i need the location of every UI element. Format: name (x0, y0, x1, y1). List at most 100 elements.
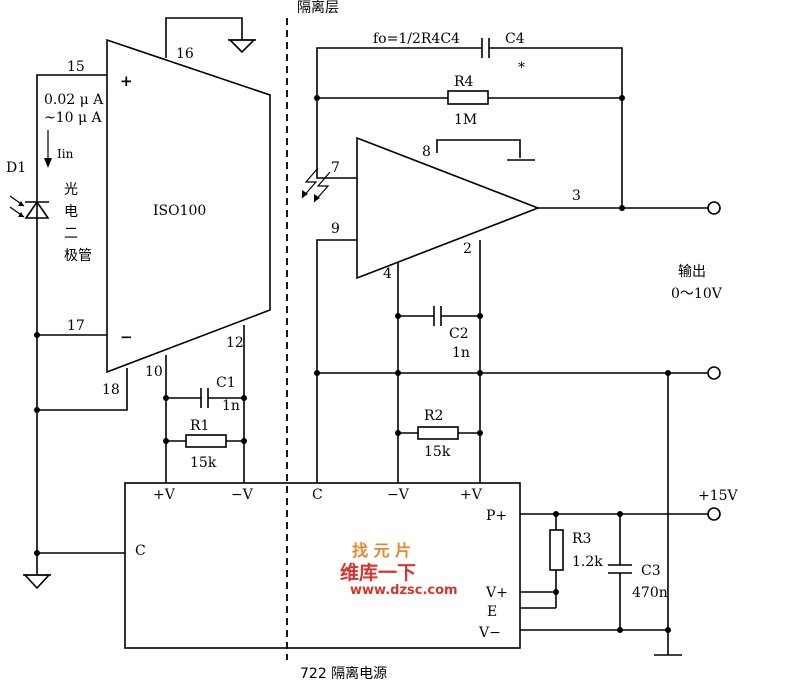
supply-v-plus: V+ (485, 585, 508, 601)
r1-value: 15k (190, 455, 217, 471)
node-dot (163, 438, 169, 444)
pin9-wire (316, 239, 357, 483)
node-dot (477, 370, 483, 376)
d1-label: D1 (6, 160, 26, 176)
pin-7-label: 7 (331, 160, 340, 176)
r3-resistor (549, 529, 564, 571)
node-dot (395, 430, 401, 436)
supply-left-c: C (135, 543, 146, 559)
common-terminal (707, 366, 721, 380)
iin-label: Iin (57, 147, 74, 161)
pin-15-label: 15 (67, 59, 85, 75)
plus-input-label: + (120, 72, 133, 90)
fo-formula: fo=1/2R4C4 (373, 31, 460, 47)
iso100-amplifier (106, 38, 271, 374)
optical-coupling-icon (301, 167, 331, 203)
pin16-wire (165, 17, 243, 58)
r4-resistor (447, 90, 489, 105)
r2-resistor (417, 426, 459, 440)
c2-label: C2 (449, 326, 469, 342)
r3-label: R3 (572, 531, 591, 547)
input-range-max: ~10 μ A (44, 110, 103, 126)
c1-label: C1 (216, 375, 236, 391)
output-label: 输出 (678, 264, 706, 280)
op-amp (356, 136, 541, 280)
supply-right-c: C (312, 487, 323, 503)
pin-10-label: 10 (145, 364, 163, 380)
r2-value: 15k (424, 444, 451, 460)
svg-text:找 元 片: 找 元 片 (352, 541, 411, 560)
pin-18-label: 18 (102, 382, 120, 398)
pin-8-label: 8 (422, 144, 431, 160)
output-terminal (707, 201, 721, 215)
watermark-logo: 找 元 片 维库一下 www.dzsc.com (340, 541, 458, 598)
node-dot (314, 370, 320, 376)
photodiode-symbol (9, 195, 50, 219)
r2-label: R2 (424, 408, 443, 424)
pin8-wire (436, 139, 521, 158)
current-arrow-icon (44, 130, 52, 168)
node-dot (241, 438, 247, 444)
feedback-wire (489, 47, 623, 208)
pin-17-label: 17 (67, 318, 85, 334)
r4-value: 1M (454, 112, 477, 128)
photodiode-char-1: 光 (64, 182, 78, 198)
isolation-layer-label: 隔离层 (297, 0, 339, 16)
node-dot (395, 370, 401, 376)
node-dot (34, 332, 40, 338)
node-dot (617, 627, 623, 633)
c4-label: C4 (505, 31, 525, 47)
plus15v-label: +15V (698, 488, 739, 504)
c4-note: * (518, 60, 525, 76)
input-range-min: 0.02 μ A (44, 92, 104, 108)
pin15-input-wire (36, 74, 107, 555)
c3-label: C3 (641, 563, 661, 579)
output-range: 0～10V (671, 286, 723, 302)
pin-12-label: 12 (226, 335, 244, 351)
supply-722-box (124, 482, 521, 649)
supply-right-minus-v: −V (387, 487, 410, 503)
r3-value: 1.2k (572, 554, 603, 570)
iso100-label: ISO100 (153, 203, 206, 219)
node-dot (477, 313, 483, 319)
pin-2-label: 2 (463, 241, 472, 257)
r1-resistor (185, 434, 227, 448)
minus-input-label: − (120, 328, 133, 346)
r4-label: R4 (454, 74, 474, 90)
c3-value: 470n (632, 585, 668, 601)
r3-wire (520, 570, 557, 593)
supply-722-label: 722 隔离电源 (300, 665, 387, 682)
pin-9-label: 9 (331, 221, 340, 237)
ground-symbol-top (228, 39, 256, 54)
node-dot (619, 95, 625, 101)
svg-text:维库一下: 维库一下 (340, 561, 416, 584)
node-dot (34, 407, 40, 413)
svg-text:www.dzsc.com: www.dzsc.com (350, 583, 458, 598)
node-dot (314, 95, 320, 101)
supply-left-minus-v: −V (231, 487, 254, 503)
node-dot (619, 205, 625, 211)
supply-e: E (487, 604, 497, 620)
node-dot (241, 395, 247, 401)
ground-symbol-left (23, 574, 51, 590)
node-dot (553, 589, 559, 595)
photodiode-char-2: 电 (64, 204, 78, 220)
supply-right-plus-v: +V (460, 487, 483, 503)
c2-value: 1n (452, 345, 470, 361)
node-dot (395, 313, 401, 319)
node-dot (163, 395, 169, 401)
pin18-wire (37, 368, 128, 411)
pin-3-label: 3 (572, 188, 581, 204)
supply-p-plus: P+ (486, 508, 507, 524)
supply-left-plus-v: +V (153, 487, 176, 503)
feedback-wire (316, 47, 482, 179)
supply-v-minus: V− (478, 625, 501, 641)
photodiode-char-3: 二 (64, 226, 78, 242)
c1-value: 1n (222, 398, 240, 414)
pin-4-label: 4 (383, 266, 392, 282)
r1-label: R1 (190, 418, 209, 434)
photodiode-char-4: 极管 (64, 248, 92, 264)
pin-16-label: 16 (176, 46, 194, 62)
